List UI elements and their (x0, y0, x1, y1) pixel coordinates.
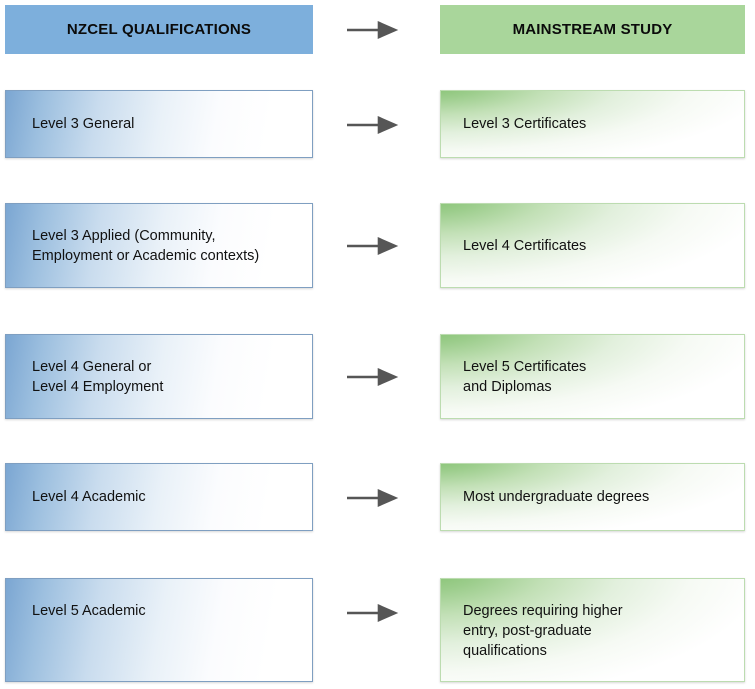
pathway-row-2: Level 3 Applied (Community, Employment o… (0, 203, 755, 288)
pathway-row-5: Level 5 Academic Degrees requiring highe… (0, 578, 755, 682)
mainstream-study-box-5[interactable]: Degrees requiring higher entry, post-gra… (440, 578, 745, 682)
mainstream-study-label-4: Most undergraduate degrees (463, 489, 650, 505)
nzcel-qualification-box-5[interactable]: Level 5 Academic (5, 578, 313, 682)
mainstream-study-box-1[interactable]: Level 3 Certificates (440, 90, 745, 158)
header-nzcel-qualifications-label: NZCEL QUALIFICATIONS (66, 21, 252, 38)
nzcel-qualification-label-2: Level 3 Applied (Community, Employment o… (32, 227, 260, 264)
nzcel-qualification-box-2[interactable]: Level 3 Applied (Community, Employment o… (5, 203, 313, 288)
right-arrow-icon-1 (345, 114, 405, 136)
nzcel-qualification-box-3[interactable]: Level 4 General or Level 4 Employment (5, 334, 313, 419)
pathway-row-4: Level 4 Academic Most undergraduate degr… (0, 463, 755, 531)
mainstream-study-box-3[interactable]: Level 5 Certificates and Diplomas (440, 334, 745, 419)
nzcel-qualification-box-4[interactable]: Level 4 Academic (5, 463, 313, 531)
mainstream-study-box-2[interactable]: Level 4 Certificates (440, 203, 745, 288)
header-row: NZCEL QUALIFICATIONS MAINSTREAM STUDY (0, 5, 755, 54)
nzcel-qualification-label-3: Level 4 General or Level 4 Employment (32, 358, 164, 395)
pathway-row-3: Level 4 General or Level 4 Employment Le… (0, 334, 755, 419)
header-nzcel-qualifications: NZCEL QUALIFICATIONS (5, 5, 313, 54)
nzcel-qualification-label-1: Level 3 General (32, 116, 135, 132)
nzcel-qualification-label-5: Level 5 Academic (32, 603, 146, 619)
right-arrow-icon-2 (345, 235, 405, 257)
pathway-row-1: Level 3 General Level 3 Certificates (0, 90, 755, 158)
nzcel-qualification-box-1[interactable]: Level 3 General (5, 90, 313, 158)
header-mainstream-study-label: MAINSTREAM STUDY (512, 21, 673, 38)
mainstream-study-label-5: Degrees requiring higher entry, post-gra… (463, 603, 623, 659)
mainstream-study-label-3: Level 5 Certificates and Diplomas (463, 358, 587, 395)
mainstream-study-label-1: Level 3 Certificates (463, 116, 587, 132)
right-arrow-icon-3 (345, 366, 405, 388)
right-arrow-icon-5 (345, 602, 405, 624)
right-arrow-icon-4 (345, 487, 405, 509)
mainstream-study-label-2: Level 4 Certificates (463, 237, 587, 254)
right-arrow-icon-header (345, 19, 405, 41)
header-mainstream-study: MAINSTREAM STUDY (440, 5, 745, 54)
nzcel-qualification-label-4: Level 4 Academic (32, 489, 146, 505)
mainstream-study-box-4[interactable]: Most undergraduate degrees (440, 463, 745, 531)
